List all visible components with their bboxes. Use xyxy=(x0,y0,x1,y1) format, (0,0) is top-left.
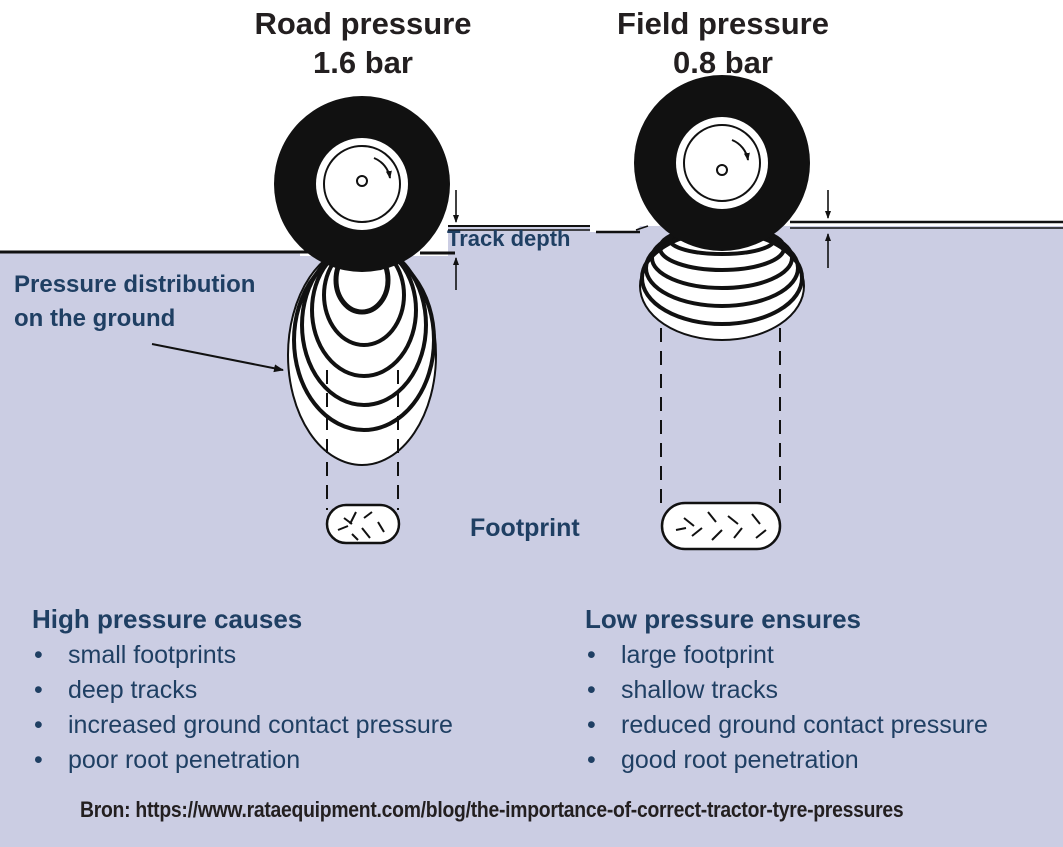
list-item: large footprint xyxy=(585,638,988,673)
low-pressure-heading: Low pressure ensures xyxy=(585,604,861,634)
field-pressure-bulb xyxy=(639,224,805,341)
pressure-distribution-label: Pressure distribution on the ground xyxy=(14,268,255,336)
source-credit: Bron: https://www.rataequipment.com/blog… xyxy=(80,797,904,822)
list-item: reduced ground contact pressure xyxy=(585,708,988,743)
footprint-projection-right xyxy=(660,328,781,510)
list-item: small footprints xyxy=(32,638,453,673)
road-pressure-value: 1.6 bar xyxy=(313,45,413,80)
field-pressure-value: 0.8 bar xyxy=(673,45,773,80)
footprint-small xyxy=(325,503,401,545)
footprint-large xyxy=(660,501,782,551)
footprint-projection-left xyxy=(326,370,399,510)
high-pressure-heading: High pressure causes xyxy=(32,604,303,634)
track-depth-label: Track depth xyxy=(447,226,571,251)
list-item: poor root penetration xyxy=(32,743,453,778)
road-pressure-title: Road pressure 1.6 bar xyxy=(213,4,513,82)
list-item: deep tracks xyxy=(32,673,453,708)
pressure-distribution-line2: on the ground xyxy=(14,305,176,332)
road-pressure-label: Road pressure xyxy=(254,6,472,41)
list-item: good root penetration xyxy=(585,743,988,778)
list-item: increased ground contact pressure xyxy=(32,708,453,743)
pressure-distribution-pointer xyxy=(151,343,284,373)
road-pressure-bulb xyxy=(287,242,437,466)
field-pressure-label: Field pressure xyxy=(617,6,829,41)
list-item: shallow tracks xyxy=(585,673,988,708)
road-tyre xyxy=(274,96,450,272)
field-pressure-title: Field pressure 0.8 bar xyxy=(573,4,873,82)
field-tyre xyxy=(634,75,810,251)
footprint-label: Footprint xyxy=(470,514,580,542)
pressure-distribution-line1: Pressure distribution xyxy=(14,271,256,298)
high-pressure-list: High pressure causes small footprints de… xyxy=(32,602,453,778)
low-pressure-list: Low pressure ensures large footprint sha… xyxy=(585,602,988,778)
